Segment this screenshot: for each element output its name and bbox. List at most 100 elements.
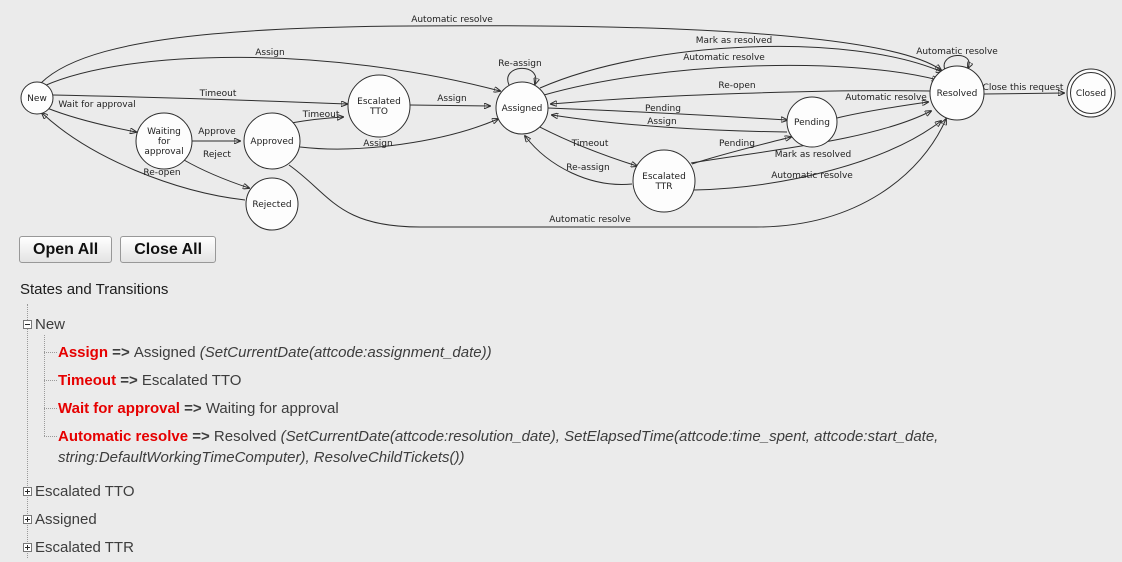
tree-transition: Timeout => Escalated TTO (0, 367, 1010, 395)
edge-label-re-open: Re-open (718, 81, 755, 91)
node-resolved-label: Resolved (937, 89, 978, 99)
transition-event: Wait for approval (58, 400, 180, 417)
tree-state-label[interactable]: New (35, 316, 66, 333)
edge-label-pending: Pending (645, 104, 681, 114)
edge-assigned-resolved-12 (539, 45, 942, 89)
node-rejected-label: Rejected (252, 200, 291, 210)
edge-assigned-pending-16 (547, 107, 787, 120)
edge-label-assign: Assign (363, 139, 392, 149)
transition-event: Automatic resolve (58, 428, 189, 445)
node-pending (786, 96, 838, 148)
edge-label-re-assign: Re-assign (498, 59, 541, 69)
tree-state-row-escalated-ttr: Escalated TTR (0, 534, 1122, 562)
edge-label-mark-as-resolved: Mark as resolved (775, 150, 851, 160)
edge-label-reject: Reject (203, 150, 231, 160)
edge-new-assigned-0 (43, 56, 500, 91)
tree-transition: Wait for approval => Waiting for approva… (0, 395, 1010, 423)
edge-label-mark-as-resolved: Mark as resolved (696, 36, 772, 46)
edge-assigned-escalated_ttr-14 (533, 123, 637, 166)
tree-state-assigned: Assigned (0, 506, 1122, 534)
transition-event: Assign (58, 344, 109, 361)
edge-label-assign: Assign (255, 48, 284, 58)
transition-event: Timeout (58, 372, 117, 389)
edge-new-resolved-3 (40, 25, 941, 84)
edge-escalated_ttr-resolved-20 (693, 121, 941, 191)
edge-rejected-new-6 (42, 113, 246, 201)
node-escalated_tto (347, 74, 411, 138)
tree-state-row-assigned: Assigned (0, 506, 1122, 534)
node-new (20, 81, 54, 115)
edge-label-automatic-resolve: Automatic resolve (549, 215, 631, 225)
edge-escalated_ttr-assigned-15 (525, 136, 633, 185)
edge-label-timeout: Timeout (302, 110, 340, 120)
tree-transition: Assign => Assigned (SetCurrentDate(attco… (0, 339, 1010, 367)
edge-pending-assigned-17 (552, 115, 788, 133)
open-all-button[interactable]: Open All (19, 236, 113, 263)
node-approved-label: Approved (250, 137, 293, 147)
edge-label-close-this-request: Close this request (983, 83, 1064, 93)
edge-label-approve: Approve (198, 127, 236, 137)
close-all-button[interactable]: Close All (120, 236, 217, 263)
edge-waiting_for_approval-rejected-5 (183, 159, 249, 188)
transition-actions: (SetCurrentDate(attcode:resolution_date)… (58, 428, 939, 466)
tree-child-connector (44, 335, 45, 436)
edge-pending-resolved-21 (836, 102, 928, 119)
toolbar: Open All Close All (19, 236, 1122, 263)
tree-state-escalated-tto: Escalated TTO (0, 478, 1122, 506)
edge-approved-assigned-8 (299, 119, 498, 150)
section-title: States and Transitions (20, 281, 169, 298)
tree-state-label[interactable]: Escalated TTO (35, 483, 135, 500)
node-resolved (929, 65, 985, 121)
edge-approved-resolved-9 (288, 119, 946, 228)
edge-new-escalated_tto-1 (52, 94, 347, 104)
edge-resolved-closed-24 (983, 93, 1064, 94)
edge-label-automatic-resolve: Automatic resolve (411, 15, 493, 25)
edge-label-timeout: Timeout (571, 139, 609, 149)
node-closed-label: Closed (1076, 89, 1106, 99)
edge-label-automatic-resolve: Automatic resolve (683, 53, 765, 63)
edge-resolved-resolved-23 (943, 55, 969, 71)
tree-state-label[interactable]: Assigned (35, 511, 97, 528)
collapse-toggle-icon[interactable] (23, 320, 32, 329)
edge-label-re-open: Re-open (143, 168, 180, 178)
edge-approved-escalated_tto-7 (290, 117, 343, 124)
transition-target-state: Waiting for approval (205, 400, 339, 417)
tree-state-row-new: New (0, 311, 1122, 339)
transition-arrow: => (116, 372, 142, 389)
edge-new-waiting_for_approval-2 (46, 107, 136, 132)
node-waiting_for_approval (135, 112, 193, 170)
tree-state-escalated-ttr: Escalated TTR (0, 534, 1122, 562)
edge-label-assign: Assign (647, 117, 676, 127)
edge-escalated_tto-assigned-10 (409, 105, 490, 106)
transition-target-state: Resolved (213, 428, 277, 445)
expand-toggle-icon[interactable] (23, 487, 32, 496)
node-rejected (245, 177, 299, 231)
node-escalated_ttr (632, 149, 696, 213)
edge-assigned-resolved-13 (543, 64, 938, 96)
node-new-label: New (27, 94, 47, 104)
transition-target-state: Assigned (133, 344, 196, 361)
edge-label-wait-for-approval: Wait for approval (58, 100, 135, 110)
transition-arrow: => (188, 428, 214, 445)
expand-toggle-icon[interactable] (23, 543, 32, 552)
edge-label-automatic-resolve: Automatic resolve (845, 93, 927, 103)
transition-target-state: Escalated TTO (141, 372, 242, 389)
transition-actions: (SetCurrentDate(attcode:assignment_date)… (195, 344, 492, 361)
expand-toggle-icon[interactable] (23, 515, 32, 524)
transition-arrow: => (179, 400, 206, 417)
transition-arrow: => (108, 344, 134, 361)
node-assigned-label: Assigned (502, 104, 543, 114)
tree-state-label[interactable]: Escalated TTR (35, 539, 134, 556)
edge-label-pending: Pending (719, 139, 755, 149)
edge-label-automatic-resolve: Automatic resolve (916, 47, 998, 57)
edge-label-assign: Assign (437, 94, 466, 104)
edge-label-timeout: Timeout (199, 89, 237, 99)
edge-label-re-assign: Re-assign (566, 163, 609, 173)
